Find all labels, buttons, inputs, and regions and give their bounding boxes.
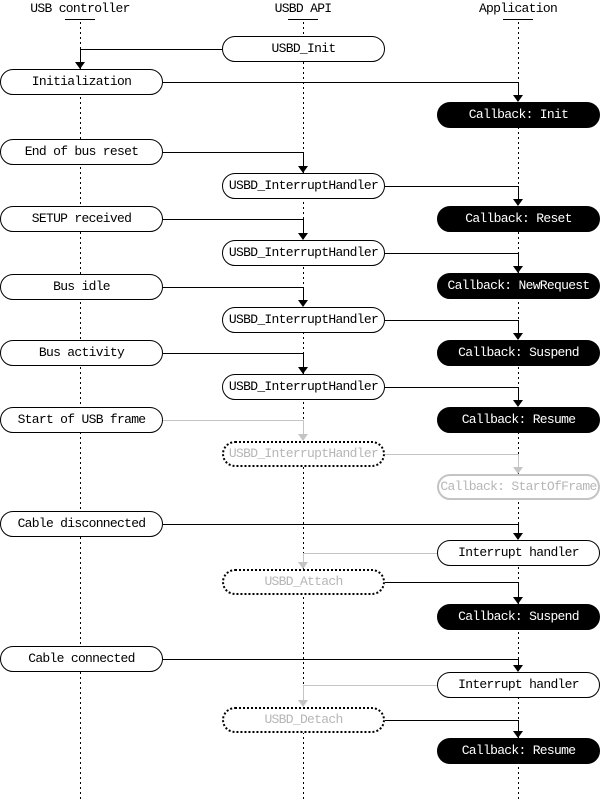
connector-interrupt-3-to-callback-suspend-1-line: [385, 320, 518, 321]
node-usbd-attach: USBD_Attach: [222, 569, 385, 595]
node-start-of-usb-frame: Start of USB frame: [0, 407, 163, 433]
node-callback-startofframe: Callback: StartOfFrame: [437, 474, 600, 500]
connector-cable-disconnected-to-hw-interrupt-1-line: [163, 524, 518, 525]
node-cable-disconnected: Cable disconnected: [0, 511, 163, 537]
connector-end-of-bus-reset-to-interrupt-1-arrowhead-icon: [298, 166, 308, 173]
connector-usbd-attach-to-callback-suspend-2-arrowhead-icon: [513, 597, 523, 604]
node-hw-interrupt-2: Interrupt handler: [437, 672, 600, 698]
column-header-usbd-api: USBD API: [274, 1, 333, 16]
connector-start-of-usb-frame-to-interrupt-5-line: [163, 420, 303, 421]
node-hw-interrupt-1: Interrupt handler: [437, 540, 600, 566]
node-interrupt-1: USBD_InterruptHandler: [222, 173, 385, 199]
lifeline-usbd-api: [303, 22, 304, 800]
node-callback-suspend-2: Callback: Suspend: [437, 604, 600, 630]
connector-usbd-attach-to-callback-suspend-2-line: [385, 582, 518, 583]
connector-cable-connected-to-hw-interrupt-2-arrowhead-icon: [513, 665, 523, 672]
connector-bus-activity-to-interrupt-4-line: [163, 353, 303, 354]
connector-interrupt-5-to-callback-startofframe-line: [385, 454, 518, 455]
node-end-of-bus-reset: End of bus reset: [0, 139, 163, 165]
connector-start-of-usb-frame-to-interrupt-5-drop: [303, 420, 304, 435]
node-bus-activity: Bus activity: [0, 340, 163, 366]
connector-interrupt-1-to-callback-reset-line: [385, 186, 518, 187]
connector-usbd-init-to-initialization-drop: [80, 49, 81, 63]
connector-cable-disconnected-to-hw-interrupt-1-drop: [518, 524, 519, 534]
connector-hw-interrupt-1-to-usbd-attach-drop: [303, 553, 304, 563]
connector-interrupt-3-to-callback-suspend-1-arrowhead-icon: [513, 333, 523, 340]
connector-usbd-init-to-initialization-arrowhead-icon: [75, 62, 85, 69]
node-callback-resume-2: Callback: Resume: [437, 738, 600, 764]
connector-hw-interrupt-2-to-usbd-detach-line: [303, 685, 437, 686]
node-interrupt-5: USBD_InterruptHandler: [222, 441, 385, 467]
connector-setup-received-to-interrupt-2-line: [163, 219, 303, 220]
connector-hw-interrupt-1-to-usbd-attach-arrowhead-icon: [298, 562, 308, 569]
node-initialization: Initialization: [0, 69, 163, 95]
connector-start-of-usb-frame-to-interrupt-5-arrowhead-icon: [298, 434, 308, 441]
connector-hw-interrupt-1-to-usbd-attach-line: [303, 553, 437, 554]
connector-interrupt-4-to-callback-resume-1-line: [385, 387, 518, 388]
lifeline-cap-usbd-api: [288, 19, 318, 20]
connector-interrupt-3-to-callback-suspend-1-drop: [518, 320, 519, 334]
connector-cable-connected-to-hw-interrupt-2-drop: [518, 659, 519, 666]
connector-interrupt-4-to-callback-resume-1-drop: [518, 387, 519, 401]
connector-bus-activity-to-interrupt-4-arrowhead-icon: [298, 367, 308, 374]
connector-usbd-detach-to-callback-resume-2-arrowhead-icon: [513, 731, 523, 738]
connector-bus-idle-to-interrupt-3-line: [163, 287, 303, 288]
node-interrupt-2: USBD_InterruptHandler: [222, 240, 385, 266]
node-usbd-detach: USBD_Detach: [222, 707, 385, 733]
connector-end-of-bus-reset-to-interrupt-1-line: [163, 152, 303, 153]
connector-bus-idle-to-interrupt-3-drop: [303, 287, 304, 301]
node-setup-received: SETUP received: [0, 206, 163, 232]
connector-bus-idle-to-interrupt-3-arrowhead-icon: [298, 300, 308, 307]
connector-usbd-detach-to-callback-resume-2-drop: [518, 720, 519, 732]
node-cable-connected: Cable connected: [0, 646, 163, 672]
connector-initialization-to-callback-init-drop: [518, 82, 519, 96]
connector-hw-interrupt-2-to-usbd-detach-drop: [303, 685, 304, 701]
connector-interrupt-5-to-callback-startofframe-arrowhead-icon: [513, 467, 523, 474]
lifeline-cap-usb-controller: [65, 19, 95, 20]
connector-usbd-attach-to-callback-suspend-2-drop: [518, 582, 519, 598]
node-callback-suspend-1: Callback: Suspend: [437, 340, 600, 366]
node-callback-resume-1: Callback: Resume: [437, 407, 600, 433]
connector-usbd-detach-to-callback-resume-2-line: [385, 720, 518, 721]
node-callback-newrequest: Callback: NewRequest: [437, 273, 600, 299]
connector-interrupt-2-to-callback-newrequest-drop: [518, 253, 519, 267]
column-header-application: Application: [478, 1, 558, 16]
connector-initialization-to-callback-init-line: [163, 82, 518, 83]
node-bus-idle: Bus idle: [0, 274, 163, 300]
node-callback-init: Callback: Init: [437, 102, 600, 128]
connector-cable-disconnected-to-hw-interrupt-1-arrowhead-icon: [513, 533, 523, 540]
node-interrupt-4: USBD_InterruptHandler: [222, 374, 385, 400]
node-interrupt-3: USBD_InterruptHandler: [222, 307, 385, 333]
connector-interrupt-1-to-callback-reset-arrowhead-icon: [513, 199, 523, 206]
connector-end-of-bus-reset-to-interrupt-1-drop: [303, 152, 304, 167]
connector-interrupt-1-to-callback-reset-drop: [518, 186, 519, 200]
column-header-usb-controller: USB controller: [30, 1, 130, 16]
connector-bus-activity-to-interrupt-4-drop: [303, 353, 304, 368]
node-callback-reset: Callback: Reset: [437, 206, 600, 232]
connector-interrupt-4-to-callback-resume-1-arrowhead-icon: [513, 400, 523, 407]
connector-interrupt-2-to-callback-newrequest-arrowhead-icon: [513, 266, 523, 273]
connector-usbd-init-to-initialization-line: [80, 49, 222, 50]
connector-hw-interrupt-2-to-usbd-detach-arrowhead-icon: [298, 700, 308, 707]
connector-setup-received-to-interrupt-2-arrowhead-icon: [298, 233, 308, 240]
lifeline-cap-application: [503, 19, 533, 20]
node-usbd-init: USBD_Init: [222, 36, 385, 62]
connector-interrupt-5-to-callback-startofframe-drop: [518, 454, 519, 468]
connector-interrupt-2-to-callback-newrequest-line: [385, 253, 518, 254]
connector-initialization-to-callback-init-arrowhead-icon: [513, 95, 523, 102]
connector-setup-received-to-interrupt-2-drop: [303, 219, 304, 234]
connector-cable-connected-to-hw-interrupt-2-line: [163, 659, 518, 660]
